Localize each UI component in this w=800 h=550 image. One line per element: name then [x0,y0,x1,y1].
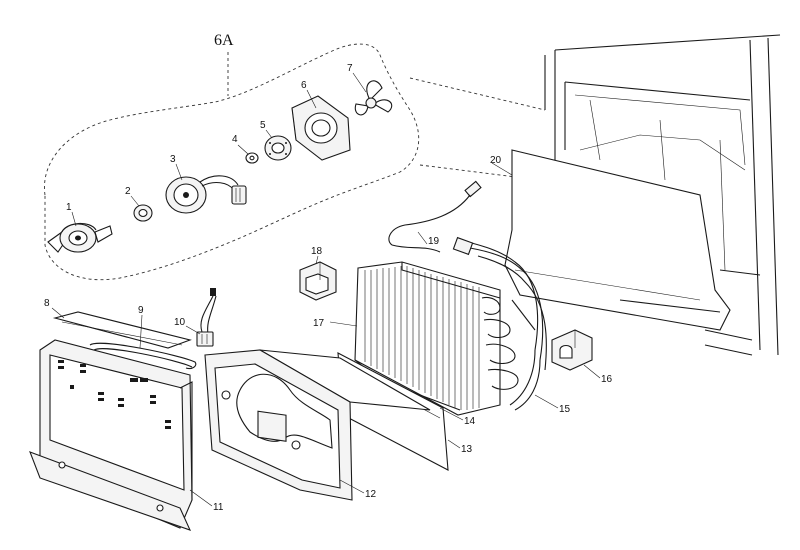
part-17-evaporator-coil [354,261,519,416]
label-part-5: 5 [260,120,266,131]
part-12-back-panel [204,349,353,501]
part-5-hub [264,135,292,161]
label-part-18: 18 [311,246,323,257]
leader-lines [51,72,601,507]
part-3-fan-motor [165,175,247,214]
label-part-10: 10 [174,317,186,328]
label-part-4: 4 [232,134,238,145]
part-16-clip [551,329,593,371]
part-20-evaporator-cover [504,149,731,331]
label-part-7: 7 [347,63,353,74]
part-10-connector [196,288,217,347]
label-part-15: 15 [559,404,571,415]
label-part-9: 9 [138,305,144,316]
label-part-1: 1 [66,202,72,213]
cover-vent-slots [58,360,171,429]
label-part-3: 3 [170,154,176,165]
label-part-16: 16 [601,374,613,385]
label-part-17: 17 [313,318,325,329]
part-18-foam-block [299,261,337,301]
part-8-top-panel [52,311,192,349]
coil-fins [364,266,480,410]
label-part-13: 13 [461,444,473,455]
part-4-washer [245,152,259,164]
label-part-8: 8 [44,298,50,309]
part-2-grommet [133,204,153,222]
label-part-19: 19 [428,236,440,247]
label-part-20: 20 [490,155,502,166]
part-15-refrigerant-tubing [452,236,547,411]
part-7-fan-blade [354,80,393,116]
part-6-fan-shroud [291,95,351,161]
part-1-motor-bracket [47,222,113,253]
label-part-14: 14 [464,416,476,427]
part-number-labels: 1 2 3 4 5 6 7 8 9 10 11 12 13 14 15 16 1… [44,63,613,513]
label-part-6: 6 [301,80,307,91]
label-part-12: 12 [365,489,377,500]
part-11-front-cover [29,339,193,531]
label-part-11: 11 [213,502,224,513]
label-part-2: 2 [125,186,131,197]
group-label-6a: 6A [214,32,234,49]
group-6a-callout-outline [44,43,546,281]
part-9-gasket-strip [89,342,197,370]
part-19-sensor-wire [388,180,482,253]
